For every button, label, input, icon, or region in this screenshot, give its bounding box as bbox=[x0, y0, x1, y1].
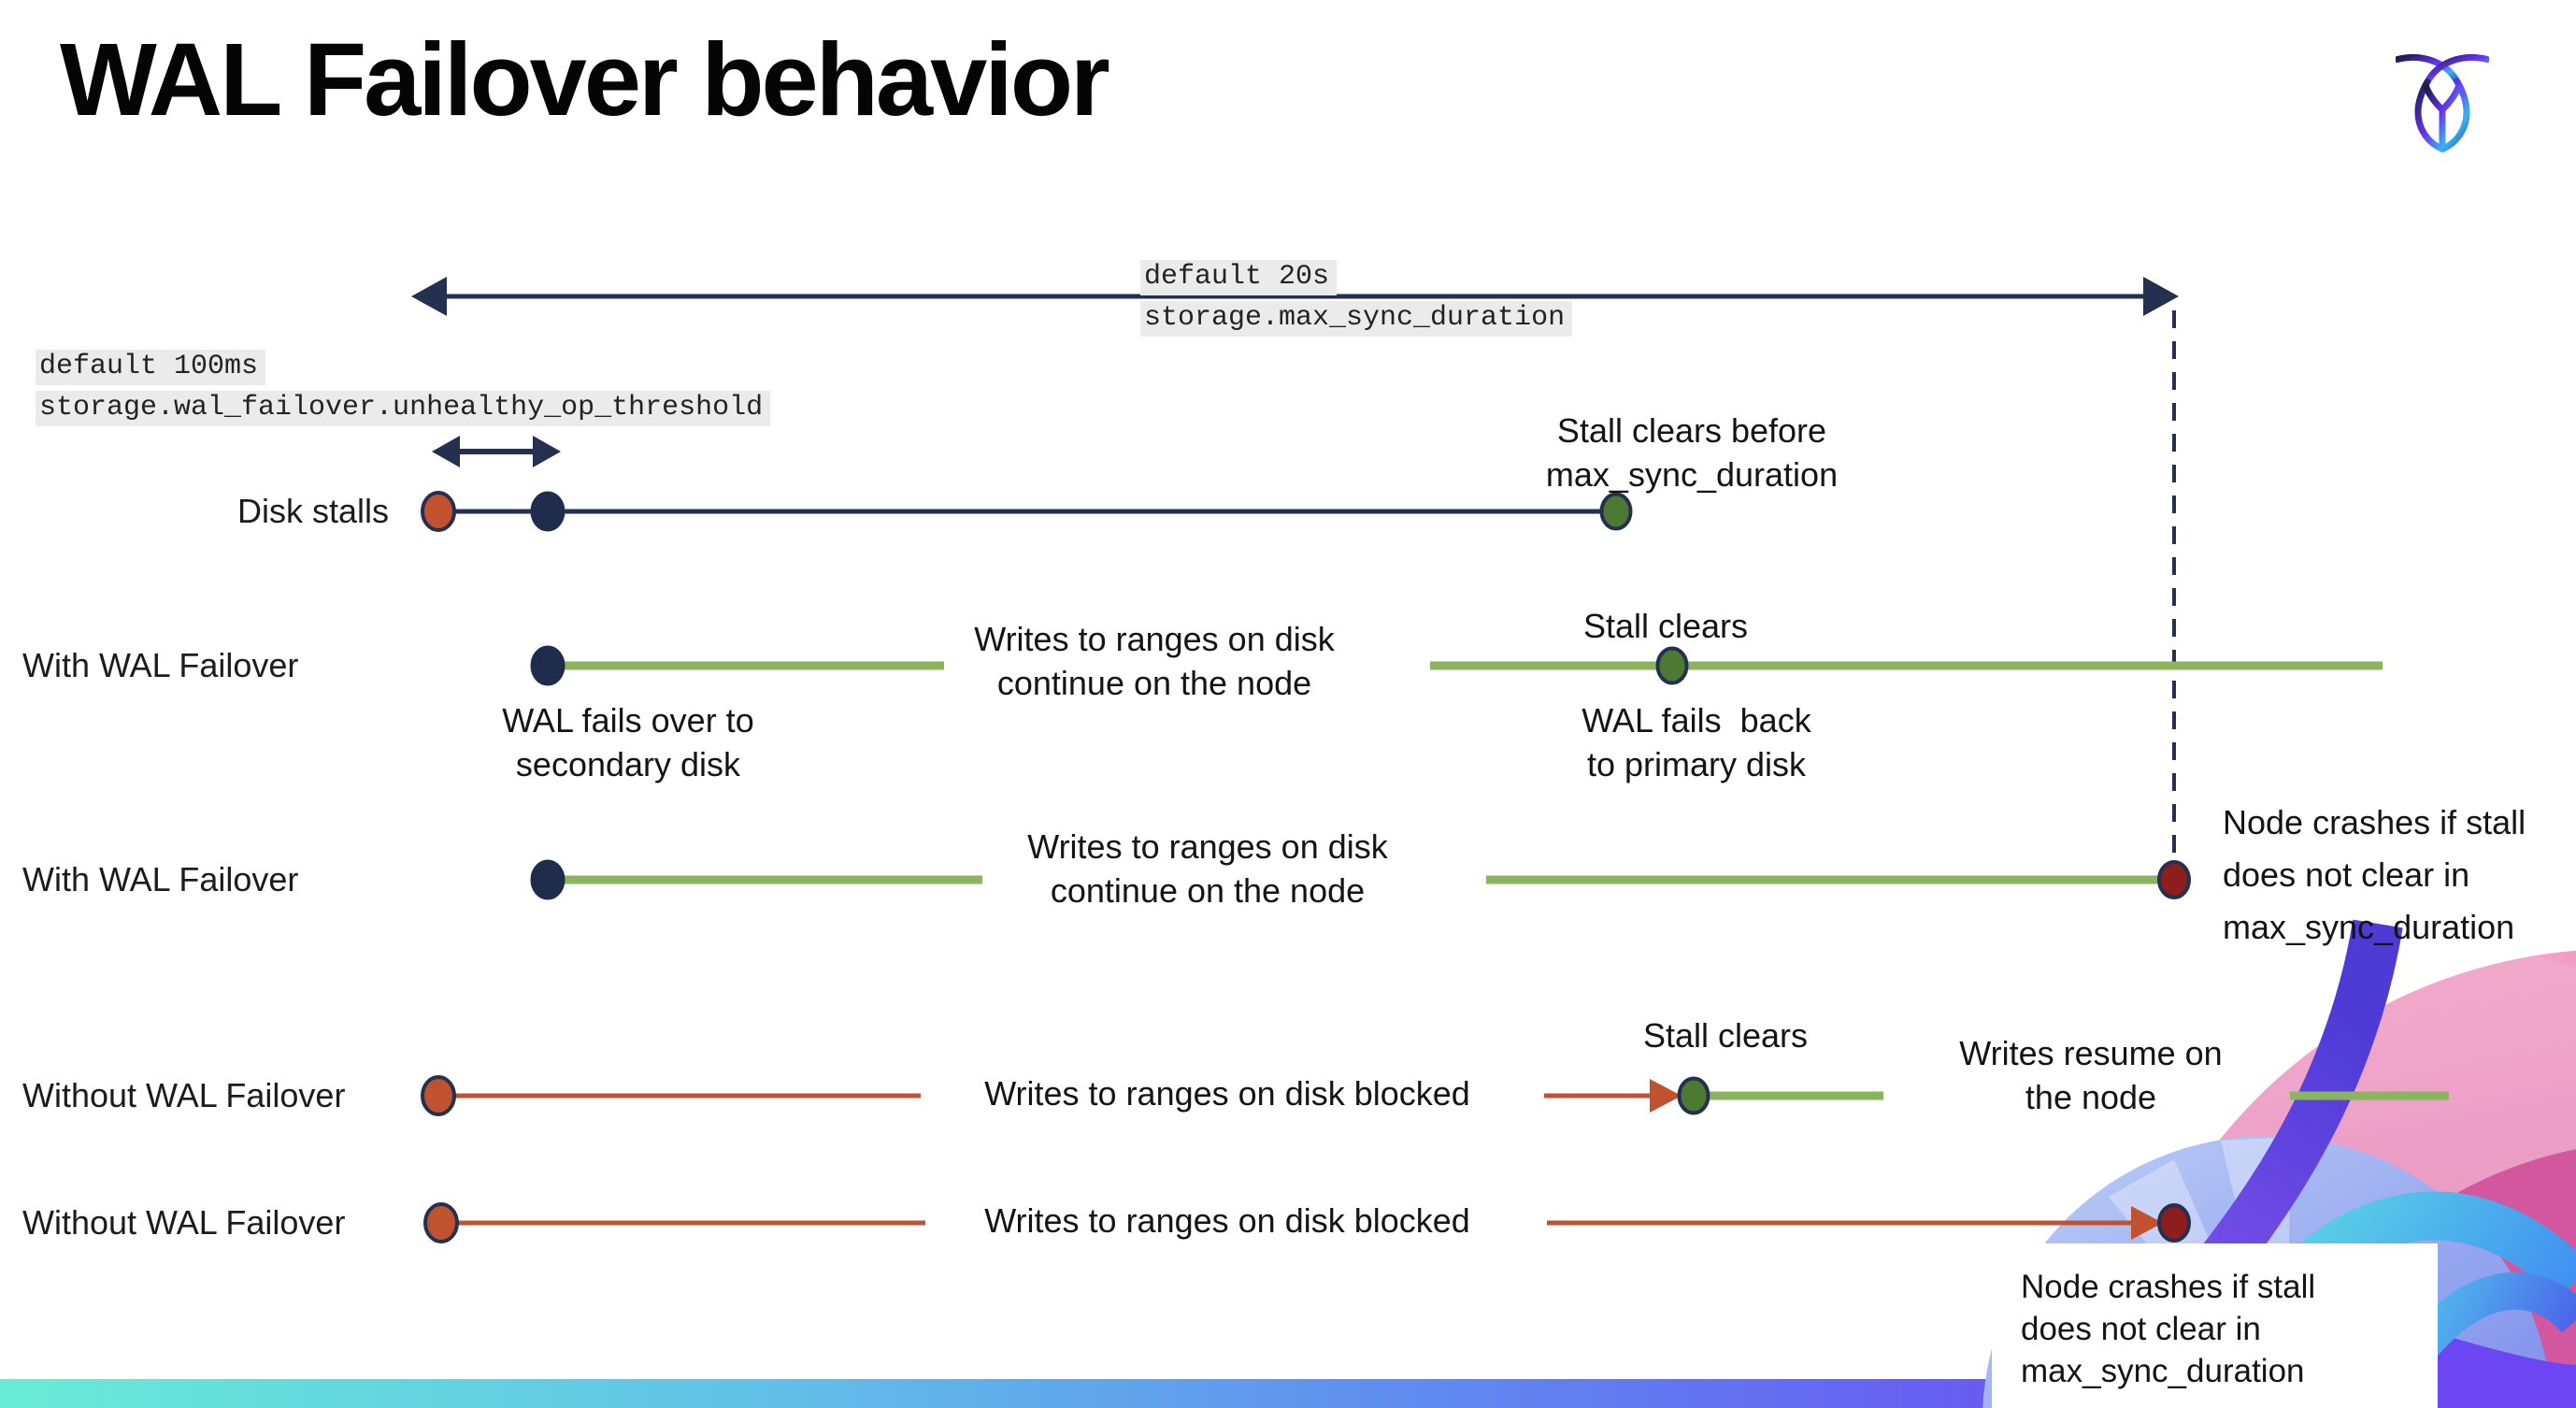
note-wal-fails-back: WAL fails back to primary disk bbox=[1581, 701, 1811, 783]
timeline-row-disk-stalls bbox=[421, 491, 1633, 532]
crash-note-line: max_sync_duration bbox=[2021, 1353, 2305, 1389]
row-label-with-wal-failover-2: With WAL Failover bbox=[22, 860, 299, 898]
setting-name: storage.wal_failover.unhealthy_op_thresh… bbox=[36, 391, 771, 426]
setting-label-max-sync-duration: default 20s storage.max_sync_duration bbox=[1140, 260, 1573, 337]
note-wal-fails-over: WAL fails over to secondary disk bbox=[502, 701, 754, 783]
row-label-with-wal-failover-1: With WAL Failover bbox=[22, 646, 299, 684]
setting-label-unhealthy-op-threshold: default 100ms storage.wal_failover.unhea… bbox=[36, 350, 771, 426]
note-writes-blocked-2: Writes to ranges on disk blocked bbox=[984, 1201, 1470, 1240]
red-arrowhead bbox=[1650, 1079, 1682, 1113]
timeline-row-failover-clears bbox=[530, 645, 2383, 686]
failover-dot bbox=[530, 859, 565, 900]
row-label-without-wal-failover-1: Without WAL Failover bbox=[22, 1076, 346, 1114]
failover-threshold-dot bbox=[530, 491, 565, 532]
note-node-crashes-1: Node crashes if stall does not clear in … bbox=[2223, 803, 2526, 946]
crash-dot bbox=[2157, 860, 2191, 899]
brand-purple-corner bbox=[2417, 1328, 2576, 1408]
setting-name: storage.max_sync_duration bbox=[1140, 301, 1573, 337]
setting-default-value: default 100ms bbox=[36, 350, 266, 385]
note-writes-continue-1: Writes to ranges on disk continue on the… bbox=[974, 620, 1335, 702]
logo-antenna bbox=[2396, 53, 2461, 85]
threshold-arrow bbox=[432, 436, 561, 467]
page-title: WAL Failover behavior bbox=[60, 22, 1110, 137]
note-stall-clears-before: Stall clears before max_sync_duration bbox=[1545, 411, 1839, 494]
stall-start-dot bbox=[421, 491, 456, 532]
note-writes-blocked-1: Writes to ranges on disk blocked bbox=[984, 1074, 1470, 1113]
cockroachdb-logo bbox=[2396, 53, 2489, 153]
failover-dot bbox=[530, 645, 565, 686]
stall-clears-dot bbox=[1655, 646, 1689, 685]
stall-clears-dot bbox=[1677, 1076, 1710, 1115]
stall-start-dot bbox=[421, 1075, 456, 1116]
note-stall-clears-1: Stall clears bbox=[1582, 607, 1749, 645]
row-label-without-wal-failover-2: Without WAL Failover bbox=[22, 1203, 346, 1242]
logo-stem bbox=[2423, 84, 2462, 151]
note-writes-resume: Writes resume on the node bbox=[1959, 1034, 2223, 1116]
stall-clears-dot bbox=[1599, 492, 1633, 531]
logo-antenna bbox=[2424, 53, 2489, 85]
crash-note-line: does not clear in bbox=[2021, 1311, 2261, 1347]
crash-note-line: Node crashes if stall bbox=[2021, 1269, 2316, 1305]
row-label-disk-stalls: Disk stalls bbox=[236, 492, 389, 530]
stall-start-dot bbox=[423, 1202, 459, 1243]
note-stall-clears-2: Stall clears bbox=[1642, 1016, 1809, 1055]
setting-default-value: default 20s bbox=[1140, 260, 1338, 295]
note-writes-continue-2: Writes to ranges on disk continue on the… bbox=[1027, 827, 1388, 910]
crash-note-box: Node crashes if stall does not clear in … bbox=[1992, 1243, 2438, 1408]
